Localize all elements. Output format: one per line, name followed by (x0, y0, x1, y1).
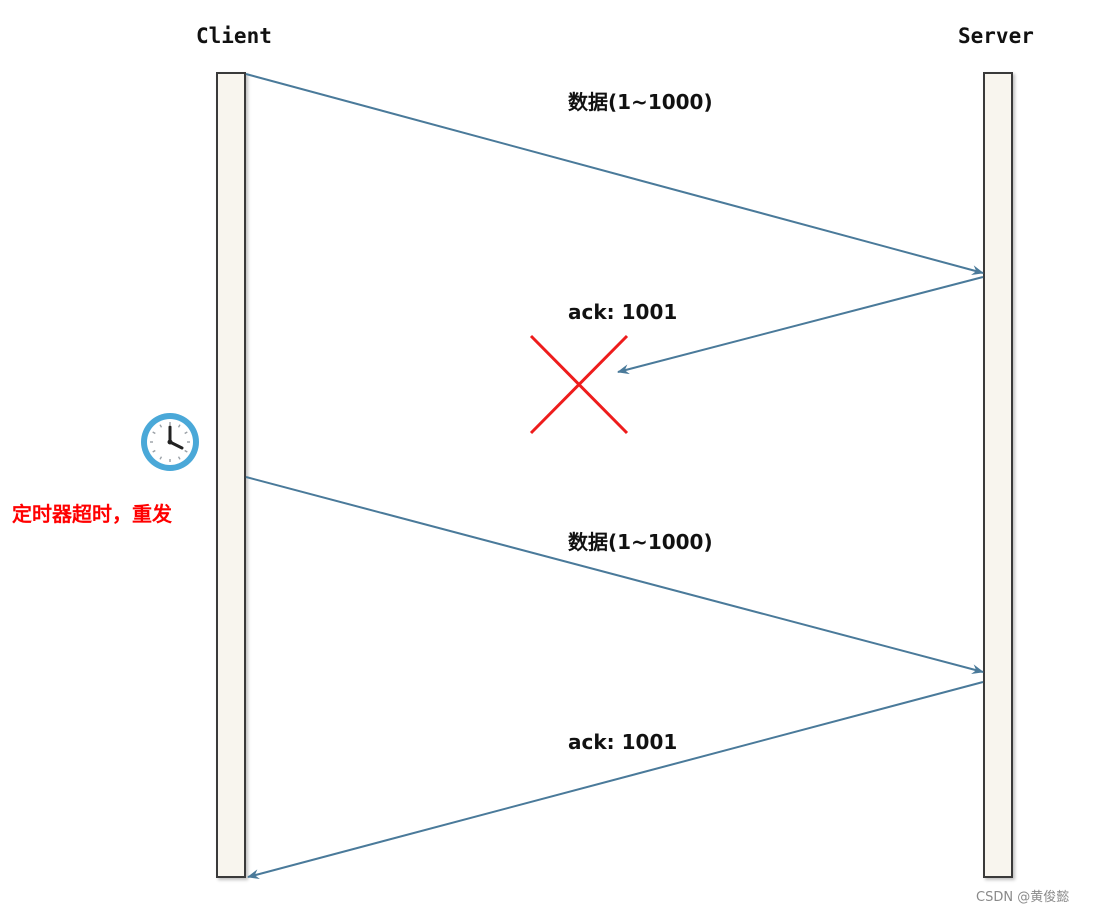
server-label: Server (958, 24, 1034, 48)
red-x-icon (529, 334, 629, 435)
clock-icon (141, 413, 199, 471)
message-label-2: ack: 1001 (568, 300, 678, 324)
client-lifeline (216, 72, 246, 878)
client-label: Client (196, 24, 272, 48)
message-arrow-4 (247, 681, 984, 880)
message-label-3: 数据(1~1000) (568, 530, 713, 554)
server-lifeline (983, 72, 1013, 878)
message-label-1: 数据(1~1000) (568, 90, 713, 114)
message-arrow-2-lost (617, 276, 984, 375)
watermark: CSDN @黄俊懿 (976, 890, 1070, 905)
message-arrow-3 (245, 476, 984, 675)
message-arrow-1 (245, 73, 984, 275)
timeout-label: 定时器超时，重发 (12, 502, 172, 526)
message-label-4: ack: 1001 (568, 730, 678, 754)
